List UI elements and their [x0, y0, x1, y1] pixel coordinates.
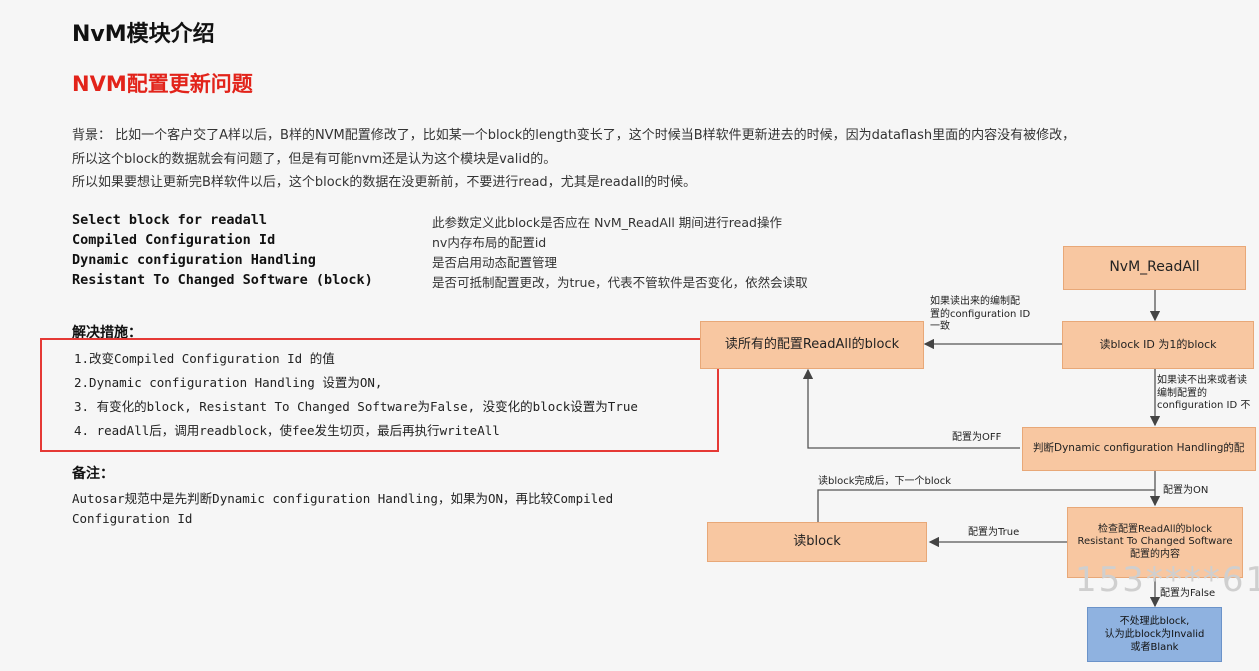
flow-box-nvm-readall: NvM_ReadAll [1063, 246, 1246, 290]
background-line-3: 所以如果要想让更新完B样软件以后，这个block的数据在没更新前，不要进行rea… [72, 175, 697, 190]
label-inconsistent-line-1: 如果读不出来或者读 [1157, 375, 1247, 386]
label-inconsistent-line-2: 编制配置的 [1157, 387, 1207, 399]
flow-label-next-block: 读block完成后，下一个block [818, 476, 952, 487]
param-desc-compiled-id: nv内存布局的配置id [432, 235, 547, 250]
flow-box-read-all-config: 读所有的配置ReadAll的block [700, 321, 924, 369]
flow-box-check-resistant: 检查配置ReadAll的block Resistant To Changed S… [1067, 507, 1243, 578]
check-resistant-line-1: 检查配置ReadAll的block [1097, 523, 1213, 535]
flow-box-judge-dynamic: 判断Dynamic configuration Handling的配 [1022, 427, 1256, 471]
flow-box-read-block-id1: 读block ID 为1的block [1062, 321, 1254, 369]
arrow-next-block [817, 489, 1155, 522]
page-title: NvM模块介绍 [72, 22, 215, 47]
no-process-line-3: 或者Blank [1130, 642, 1179, 653]
watermark-text: 153****61 [1075, 560, 1259, 600]
solution-item-1: 1.改变Compiled Configuration Id 的值 [74, 351, 335, 366]
flow-label-true: 配置为True [968, 527, 1020, 538]
section-subtitle: NVM配置更新问题 [72, 72, 253, 96]
note-title: 备注： [72, 466, 114, 482]
param-desc-select-block: 此参数定义此block是否应在 NvM_ReadAll 期间进行read操作 [432, 215, 782, 230]
solution-item-3: 3. 有变化的block, Resistant To Changed Softw… [74, 399, 638, 414]
param-desc-resistant: 是否可抵制配置更改，为true，代表不管软件是否变化，依然会读取 [432, 275, 808, 290]
no-process-line-1: 不处理此block, [1119, 616, 1190, 627]
label-consistent-line-2: 置的configuration ID [930, 308, 1031, 320]
label-consistent-line-1: 如果读出来的编制配 [930, 296, 1020, 307]
param-name-resistant: Resistant To Changed Software (block) [72, 272, 373, 288]
note-line-2: Configuration Id [72, 511, 193, 526]
flow-label-consistent: 如果读出来的编制配 置的configuration ID 一致 [930, 296, 1030, 334]
param-name-select-block: Select block for readall [72, 212, 268, 228]
solution-highlight-box [40, 338, 719, 452]
no-process-line-2: 认为此block为Invalid [1104, 629, 1205, 640]
arrow-judge-off [802, 368, 1020, 449]
flow-box-no-process: 不处理此block, 认为此block为Invalid 或者Blank [1087, 607, 1222, 662]
label-inconsistent-line-3: configuration ID 不 [1157, 400, 1251, 411]
param-name-dynamic: Dynamic configuration Handling [72, 252, 316, 268]
solution-title: 解决措施： [72, 325, 142, 341]
flow-label-on: 配置为ON [1163, 485, 1209, 496]
param-desc-dynamic: 是否启用动态配置管理 [432, 255, 558, 270]
param-name-compiled-id: Compiled Configuration Id [72, 232, 276, 248]
background-line-2: 所以这个block的数据就会有问题了，但是有可能nvm还是认为这个模块是vali… [72, 152, 557, 167]
check-resistant-line-3: 配置的内容 [1130, 548, 1180, 560]
check-resistant-line-2: Resistant To Changed Software [1077, 536, 1233, 548]
solution-item-2: 2.Dynamic configuration Handling 设置为ON, [74, 375, 383, 390]
flow-box-read-block: 读block [707, 522, 927, 562]
flow-label-false: 配置为False [1160, 588, 1216, 599]
label-consistent-line-3: 一致 [930, 321, 950, 332]
flow-label-off: 配置为OFF [952, 432, 1002, 443]
solution-item-4: 4. readAll后，调用readblock，使fee发生切页，最后再执行wr… [74, 423, 500, 438]
note-line-1: Autosar规范中是先判断Dynamic configuration Hand… [72, 491, 614, 506]
flow-label-inconsistent: 如果读不出来或者读 编制配置的 configuration ID 不 [1157, 375, 1250, 413]
background-line-1: 背景： 比如一个客户交了A样以后，B样的NVM配置修改了，比如某一个block的… [72, 128, 1076, 143]
